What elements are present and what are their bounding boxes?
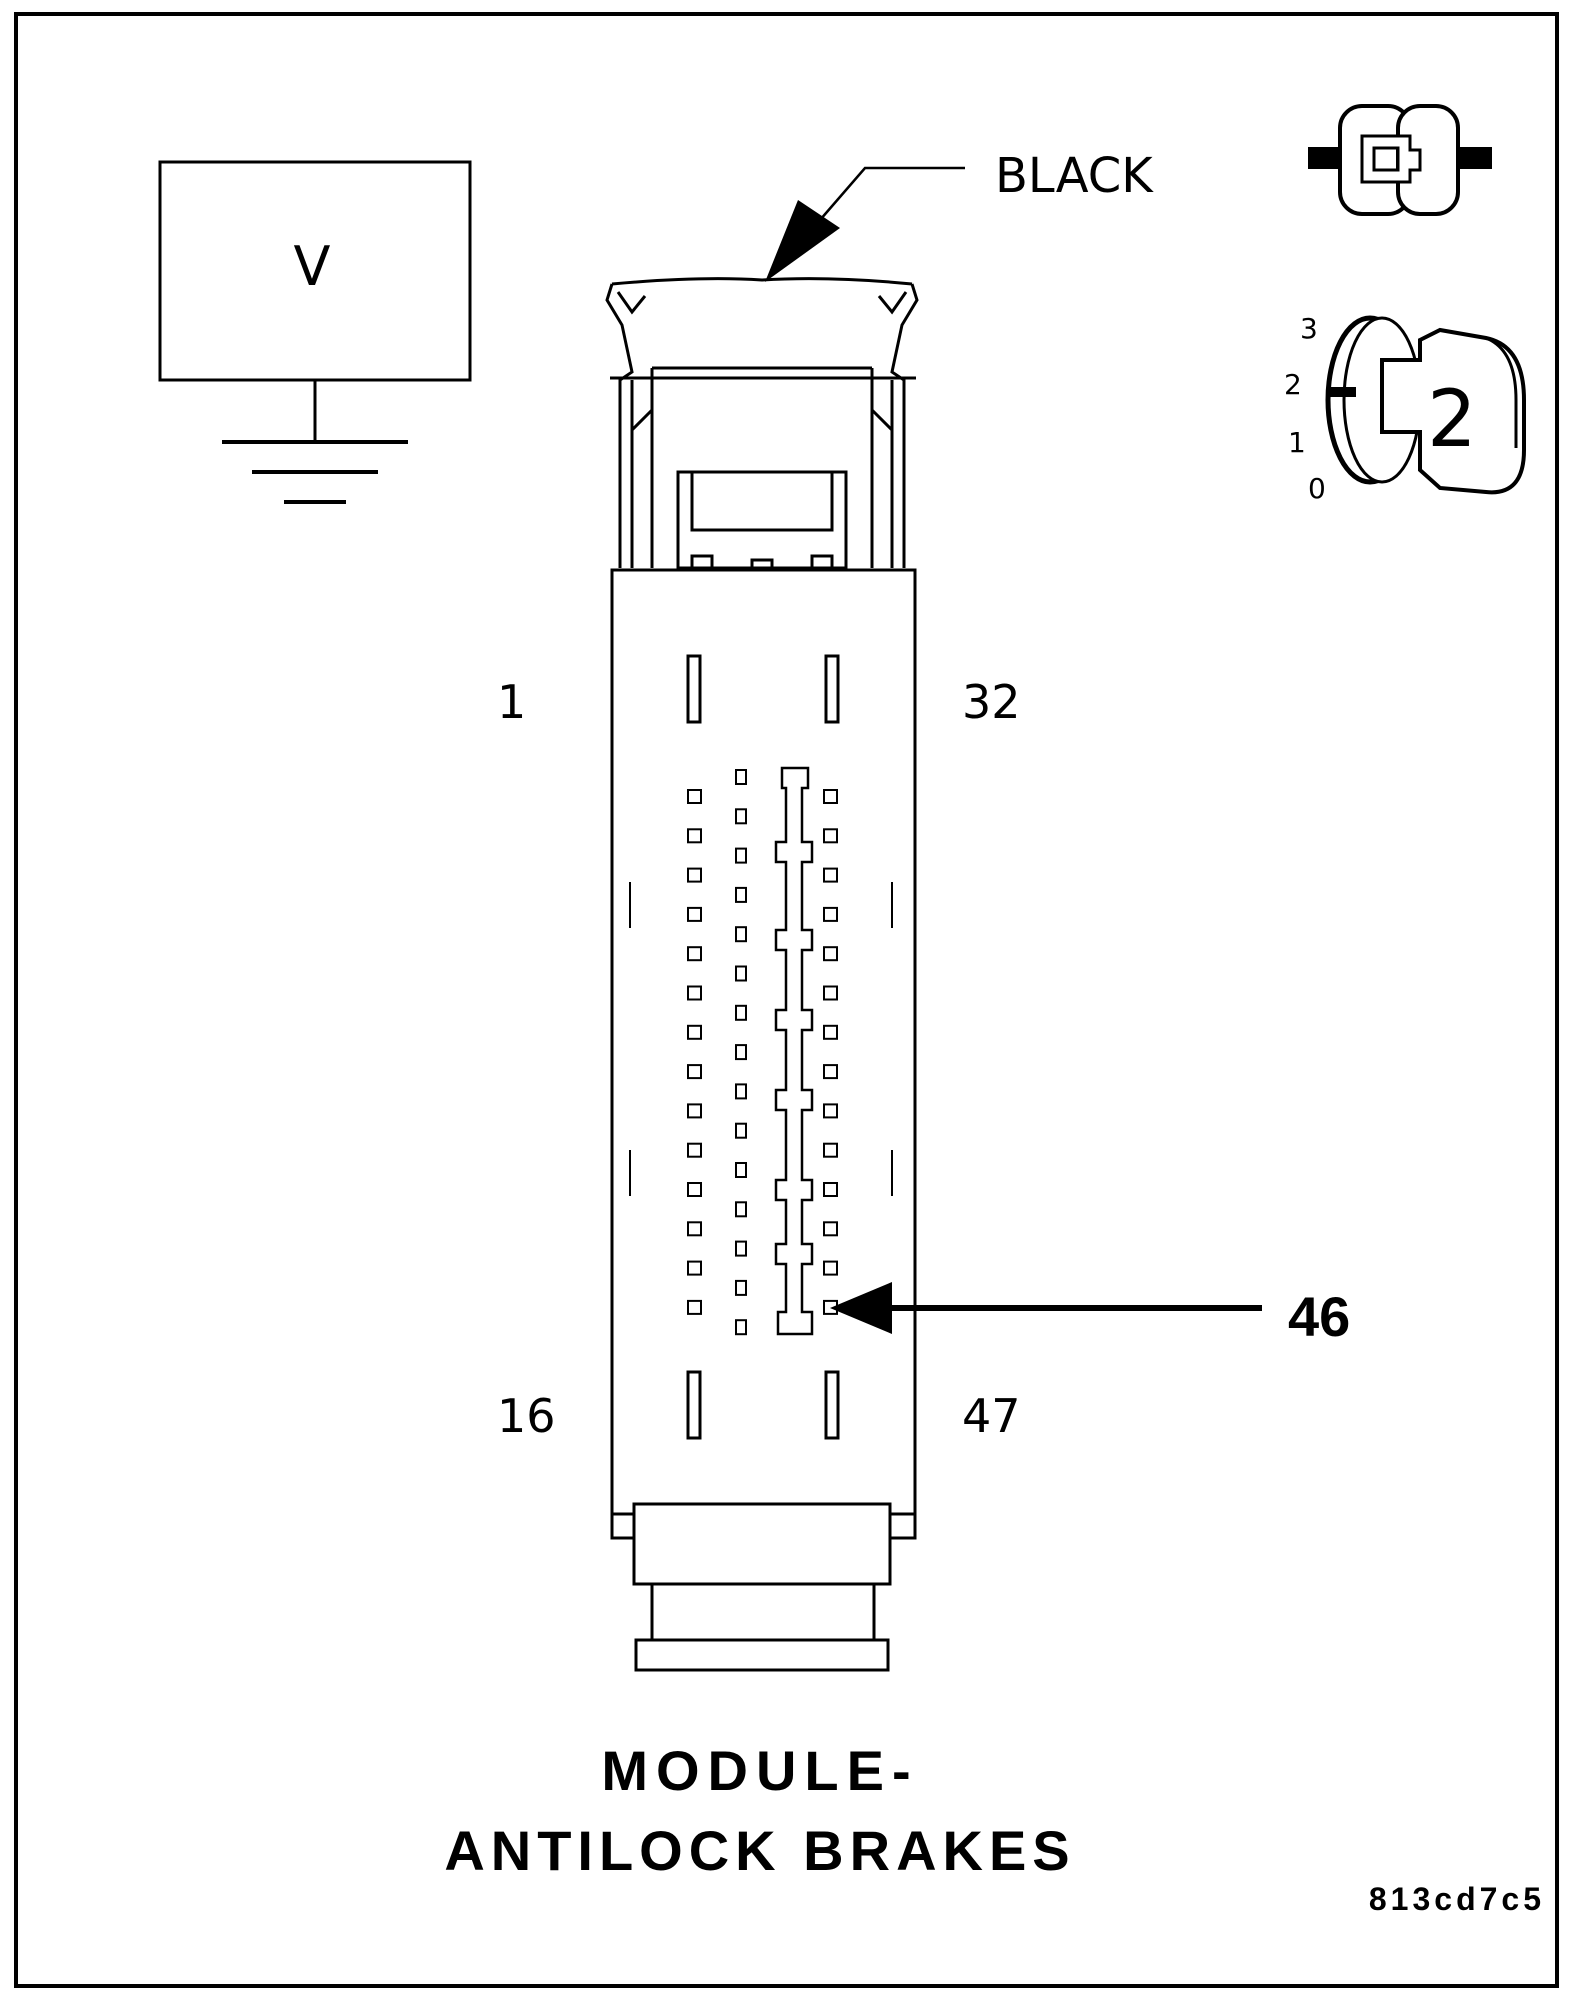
pin-cavity-inner bbox=[735, 808, 747, 825]
pin-cavity-left bbox=[687, 1064, 702, 1080]
pin-cavity-inner bbox=[735, 847, 747, 864]
pin-cavity-left bbox=[687, 1221, 702, 1237]
pin-cavity-right bbox=[823, 906, 838, 922]
boot-collar bbox=[632, 1502, 892, 1586]
connector-body-outline bbox=[610, 568, 917, 1540]
pin-cavity-left bbox=[687, 867, 702, 883]
pin-cavity-inner bbox=[735, 886, 747, 903]
pin-cavity-left bbox=[687, 828, 702, 844]
pin-cavity-inner bbox=[735, 1162, 747, 1178]
pin-cavity-right bbox=[823, 1221, 838, 1237]
pin-cavity-left bbox=[687, 1024, 702, 1040]
color-callout: BLACK bbox=[765, 148, 1154, 282]
figure-id: 813cd7c5 bbox=[1369, 1881, 1545, 1917]
connector-shroud bbox=[605, 277, 919, 570]
pin-cavity-inner bbox=[735, 1083, 747, 1100]
voltmeter: V bbox=[158, 160, 472, 504]
pin-cavity-left bbox=[687, 946, 702, 962]
connector-latch-inner bbox=[690, 472, 834, 532]
pin-cavity-right bbox=[823, 867, 838, 883]
caption-line-1: MODULE- bbox=[601, 1739, 918, 1802]
connector-body bbox=[610, 568, 917, 1540]
pin-cavity-inner bbox=[735, 769, 747, 785]
shroud-inner-walls bbox=[630, 380, 894, 568]
pin-cavity-left bbox=[687, 985, 702, 1001]
pin-cavity-right bbox=[823, 1260, 838, 1276]
pin-cavity-left bbox=[687, 789, 702, 804]
pin-label-32: 32 bbox=[962, 675, 1021, 729]
pin-cavity-inner bbox=[735, 1279, 747, 1296]
pin-callout-number: 46 bbox=[1288, 1285, 1350, 1348]
pin-cavity-inner bbox=[735, 1240, 747, 1257]
shroud-chamfers bbox=[630, 408, 894, 432]
pin-cavity-left bbox=[687, 1103, 702, 1119]
pin-cavity-inner bbox=[735, 1044, 747, 1061]
pin-cavity-inner bbox=[735, 1319, 747, 1336]
ignition-selected-position: 2 bbox=[1427, 375, 1477, 465]
ignition-position-0: 0 bbox=[1308, 472, 1326, 505]
boot-end-cap bbox=[634, 1638, 890, 1672]
pin-cavity-right bbox=[823, 1024, 838, 1040]
pin-callout: 46 bbox=[830, 1282, 1350, 1348]
shroud-right-wall bbox=[890, 283, 919, 568]
pin-label-1: 1 bbox=[497, 675, 526, 729]
pin-cavity-inner bbox=[735, 926, 747, 943]
connector-disconnect-icon bbox=[1308, 104, 1492, 216]
key-slot-bottom-right bbox=[824, 1370, 840, 1440]
pin-callout-arrow-icon bbox=[830, 1282, 892, 1334]
ignition-position-1: 1 bbox=[1288, 426, 1306, 459]
pin-cavity-inner bbox=[735, 1004, 747, 1021]
ignition-key-icon: 3 2 1 0 2 bbox=[1284, 312, 1526, 505]
color-arrow-icon bbox=[765, 200, 840, 282]
key-slot-top-left bbox=[686, 654, 702, 724]
connector-boot bbox=[610, 1502, 917, 1672]
ignition-position-3: 3 bbox=[1300, 312, 1318, 345]
center-rib bbox=[774, 766, 814, 1336]
pin-cavity-inner bbox=[735, 1122, 747, 1139]
shroud-left-clip bbox=[616, 291, 647, 315]
pin-cavity-left bbox=[687, 906, 702, 922]
pin-cavity-right bbox=[823, 789, 838, 804]
connector-latch bbox=[676, 470, 848, 570]
ignition-position-2: 2 bbox=[1284, 368, 1302, 401]
pin-cavity-right bbox=[823, 1103, 838, 1119]
pin-cavity-right bbox=[823, 985, 838, 1001]
pin-cavity-right bbox=[823, 1142, 838, 1158]
boot-stem bbox=[650, 1582, 876, 1642]
pin-cavity-right bbox=[823, 946, 838, 962]
color-leader-line bbox=[819, 166, 965, 221]
pin-label-47: 47 bbox=[962, 1389, 1021, 1443]
shroud-inner-frame bbox=[650, 366, 874, 568]
pin-cavity-right bbox=[823, 828, 838, 844]
pin-cavity-left bbox=[687, 1142, 702, 1158]
pin-cavity-inner bbox=[735, 965, 747, 982]
latch-teeth bbox=[690, 554, 834, 568]
pin-cavity-left bbox=[687, 1260, 702, 1276]
pin-cavity-left bbox=[687, 1299, 702, 1315]
shroud-top-edge bbox=[611, 277, 913, 286]
shroud-left-wall bbox=[605, 283, 634, 568]
pin-cavity-right bbox=[823, 1182, 838, 1197]
shroud-right-clip bbox=[877, 291, 908, 315]
pin-label-16: 16 bbox=[497, 1389, 556, 1443]
voltmeter-symbol: V bbox=[294, 235, 331, 298]
key-slot-top-right bbox=[824, 654, 840, 724]
pin-cavities bbox=[687, 769, 838, 1336]
caption-line-2: ANTILOCK BRAKES bbox=[444, 1819, 1075, 1882]
connector-color-label: BLACK bbox=[995, 148, 1154, 204]
pin-cavity-right bbox=[823, 1064, 838, 1080]
key-slot-bottom-left bbox=[686, 1370, 702, 1440]
pin-cavity-inner bbox=[735, 1201, 747, 1218]
diagram-frame bbox=[14, 12, 1559, 1988]
pin-cavity-left bbox=[687, 1182, 702, 1197]
